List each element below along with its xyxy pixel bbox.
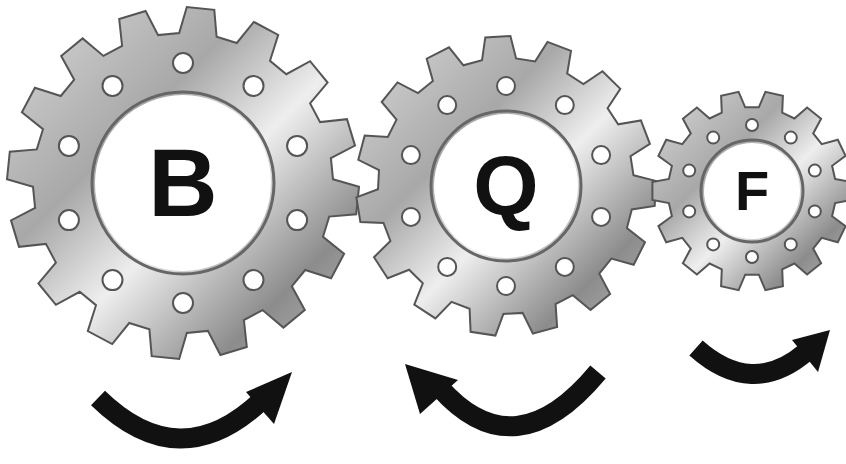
gear-body (652, 92, 846, 290)
gear-hole (497, 277, 515, 295)
gear-hole (438, 96, 456, 114)
gear-hole (173, 293, 193, 313)
arrow-head (792, 330, 830, 372)
gear-hole (809, 165, 821, 177)
gear-hole (402, 146, 420, 164)
gear-letter: F (735, 163, 769, 219)
gear-hole (809, 205, 821, 217)
gear-hole (785, 238, 797, 250)
arrow-head (246, 372, 292, 424)
arrow-head (405, 364, 458, 414)
gear-hole (287, 136, 307, 156)
gear-hole (103, 270, 123, 290)
gear-body (356, 36, 656, 336)
gear-hole (592, 146, 610, 164)
gear-hole (556, 258, 574, 276)
gear-letter: B (148, 135, 217, 231)
gear-hole (746, 251, 758, 263)
gear-hole (438, 258, 456, 276)
rotation-arrow (98, 348, 806, 439)
gear-hole (244, 270, 264, 290)
gear-hole (497, 77, 515, 95)
gear-hole (746, 119, 758, 131)
hub-rim (701, 140, 803, 242)
gear-hole (707, 132, 719, 144)
gear-hole (103, 76, 123, 96)
gear-hole (592, 208, 610, 226)
gear-hub: F (704, 143, 800, 239)
gear-hole (244, 76, 264, 96)
gear-letter: Q (473, 144, 538, 228)
gear-hole (683, 165, 695, 177)
gear-body (7, 7, 359, 359)
rotation-arrow (440, 372, 598, 426)
gear-hole (556, 96, 574, 114)
gear-hub: Q (434, 114, 578, 258)
gear-hole (785, 132, 797, 144)
rotation-arrow (696, 348, 806, 374)
gear-hole (173, 53, 193, 73)
gear-hole (402, 208, 420, 226)
gear-hub: B (95, 95, 271, 271)
gear-hole (707, 238, 719, 250)
hub-rim (431, 111, 581, 261)
gear-hole (287, 210, 307, 230)
gear-hole (59, 210, 79, 230)
hub-rim (92, 92, 274, 274)
rotation-arrow (98, 398, 262, 439)
gear-hole (59, 136, 79, 156)
gear-hole (683, 205, 695, 217)
